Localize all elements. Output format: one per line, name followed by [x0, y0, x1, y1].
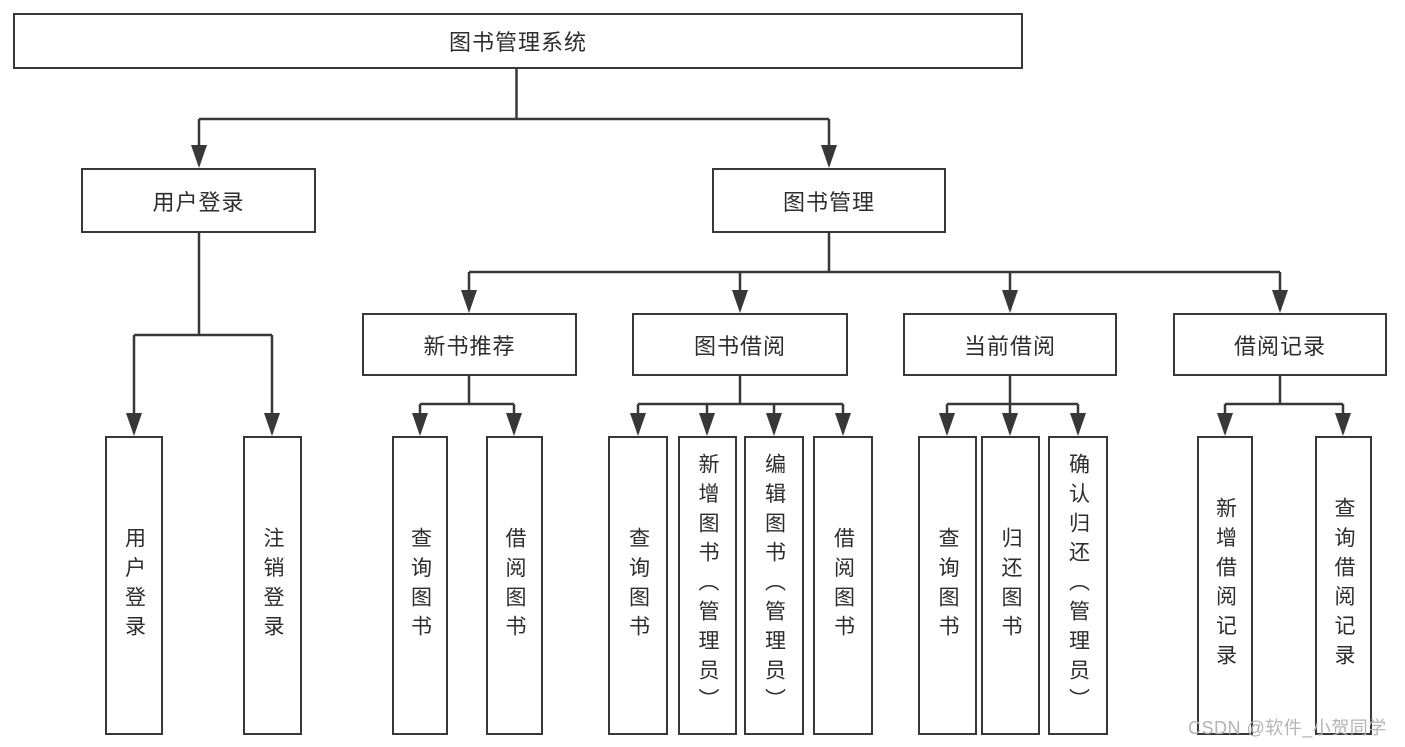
leaf-label: 新增借阅记录: [1213, 497, 1237, 674]
node-new-book-recommend: 新书推荐: [362, 313, 577, 376]
node-user-login: 用户登录: [81, 168, 316, 233]
node-label: 当前借阅: [963, 333, 1056, 359]
leaf-bb-add-books-admin: 新增图书（管理员）: [678, 436, 737, 735]
leaf-label: 用户登录: [122, 526, 146, 645]
leaf-cb-return-books: 归还图书: [981, 436, 1040, 735]
node-label: 图书管理: [782, 189, 875, 215]
node-label: 新书推荐: [423, 333, 516, 359]
node-borrow-records: 借阅记录: [1173, 313, 1387, 376]
leaf-nbr-borrow-books: 借阅图书: [486, 436, 543, 735]
node-root-label: 图书管理系统: [448, 30, 587, 55]
leaf-user-login: 用户登录: [105, 436, 163, 735]
node-book-management: 图书管理: [712, 168, 946, 233]
leaf-br-query-record: 查询借阅记录: [1315, 436, 1372, 735]
leaf-label: 查询图书: [936, 526, 959, 645]
node-label: 用户登录: [152, 189, 245, 215]
leaf-cb-confirm-return-admin: 确认归还（管理员）: [1048, 436, 1108, 735]
leaf-label: 查询图书: [626, 526, 650, 645]
leaf-label: 确认归还（管理员）: [1066, 453, 1090, 718]
leaf-nbr-query-books: 查询图书: [392, 436, 448, 735]
leaf-label: 借阅图书: [831, 526, 855, 645]
leaf-label: 注销登录: [261, 526, 284, 645]
node-label: 图书借阅: [693, 333, 786, 359]
leaf-bb-query-books: 查询图书: [608, 436, 668, 735]
connector-paths: [132, 68, 1345, 433]
leaf-label: 归还图书: [999, 526, 1022, 645]
leaf-bb-borrow-books: 借阅图书: [813, 436, 873, 735]
node-label: 借阅记录: [1233, 333, 1326, 359]
leaf-label: 查询图书: [408, 526, 432, 645]
arrowhead-icons: [126, 145, 1351, 436]
leaf-bb-edit-books-admin: 编辑图书（管理员）: [744, 436, 804, 735]
leaf-label: 借阅图书: [503, 526, 526, 645]
node-root: 图书管理系统: [13, 13, 1023, 69]
leaf-label: 编辑图书（管理员）: [762, 453, 786, 718]
leaf-br-add-record: 新增借阅记录: [1197, 436, 1253, 735]
node-book-borrow: 图书借阅: [632, 313, 848, 376]
leaf-cb-query-books: 查询图书: [918, 436, 977, 735]
node-current-borrow: 当前借阅: [903, 313, 1117, 376]
leaf-logout: 注销登录: [243, 436, 302, 735]
leaf-label: 新增图书（管理员）: [696, 453, 719, 718]
watermark: CSDN @软件_小贺同学: [1188, 718, 1387, 738]
leaf-label: 查询借阅记录: [1332, 497, 1355, 674]
